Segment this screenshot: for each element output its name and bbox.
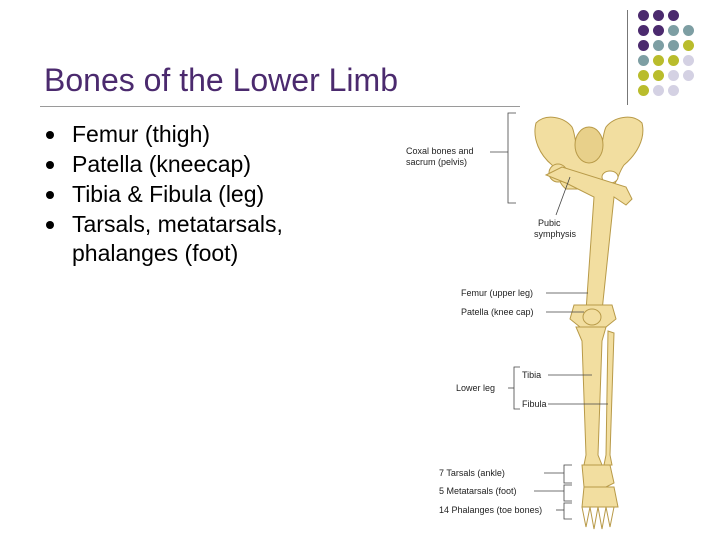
bullet-text: Femur (thigh) xyxy=(72,121,211,147)
bullet-item: Femur (thigh) xyxy=(46,120,392,149)
decor-dot xyxy=(653,70,664,81)
label-coxal-line2: sacrum (pelvis) xyxy=(406,157,467,167)
decor-dot xyxy=(668,40,679,51)
callout-lines xyxy=(490,112,608,520)
bullet-dot-icon xyxy=(46,131,54,139)
label-lower-leg: Lower leg xyxy=(456,383,495,393)
bullet-text: Patella (kneecap) xyxy=(72,151,251,177)
decor-dot xyxy=(668,10,679,21)
label-metatarsals: 5 Metatarsals (foot) xyxy=(439,486,517,496)
bullet-list: Femur (thigh) Patella (kneecap) Tibia & … xyxy=(46,120,392,269)
decor-dot xyxy=(653,10,664,21)
decor-dot xyxy=(683,55,694,66)
decor-dot xyxy=(653,40,664,51)
decor-dot xyxy=(668,85,679,96)
bullet-dot-icon xyxy=(46,161,54,169)
femur-bone xyxy=(544,163,633,328)
label-pubic-line2: symphysis xyxy=(534,229,577,239)
label-tarsals: 7 Tarsals (ankle) xyxy=(439,468,505,478)
decor-dot xyxy=(638,70,649,81)
decor-dot xyxy=(653,85,664,96)
decor-dot xyxy=(668,55,679,66)
patella-bone xyxy=(582,308,602,326)
decor-dot xyxy=(638,40,649,51)
label-coxal-line1: Coxal bones and xyxy=(406,146,474,156)
label-tibia: Tibia xyxy=(522,370,541,380)
decor-dot xyxy=(653,55,664,66)
bullet-text: Tarsals, metatarsals, phalanges (foot) xyxy=(72,211,283,266)
decor-dot xyxy=(683,70,694,81)
title-divider xyxy=(40,106,520,107)
tibia-bone xyxy=(575,326,607,466)
decor-dot xyxy=(638,55,649,66)
slide-title: Bones of the Lower Limb xyxy=(44,62,398,98)
bullet-item: Patella (kneecap) xyxy=(46,150,392,179)
decor-dot xyxy=(638,10,649,21)
bullet-text: Tibia & Fibula (leg) xyxy=(72,181,265,207)
decor-dot xyxy=(653,25,664,36)
label-pubic-line1: Pubic xyxy=(538,218,561,228)
decor-dot xyxy=(668,70,679,81)
decor-dot xyxy=(668,25,679,36)
decor-dot xyxy=(638,25,649,36)
decor-dot xyxy=(683,40,694,51)
decor-vertical-rule xyxy=(627,10,628,105)
bullet-item: Tarsals, metatarsals, phalanges (foot) xyxy=(46,210,392,268)
label-patella: Patella (knee cap) xyxy=(461,307,534,317)
foot-bones xyxy=(581,464,619,530)
bullet-dot-icon xyxy=(46,191,54,199)
decor-dot xyxy=(683,25,694,36)
label-femur: Femur (upper leg) xyxy=(461,288,533,298)
bullet-dot-icon xyxy=(46,221,54,229)
label-fibula: Fibula xyxy=(522,399,547,409)
bullet-item: Tibia & Fibula (leg) xyxy=(46,180,392,209)
lower-limb-skeleton-diagram: Coxal bones and sacrum (pelvis) Pubic sy… xyxy=(406,112,644,530)
fibula-bone xyxy=(603,330,615,466)
label-phalanges: 14 Phalanges (toe bones) xyxy=(439,505,542,515)
decor-dot xyxy=(638,85,649,96)
